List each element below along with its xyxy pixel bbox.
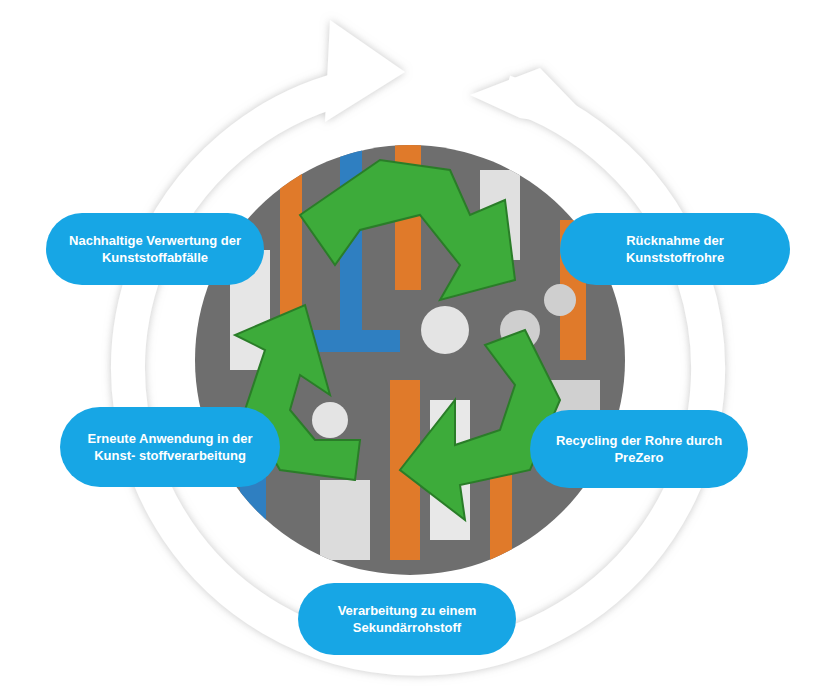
pipe-picture	[190, 140, 630, 580]
step-label: Verarbeitung zu einem Sekundärrohstoff	[318, 602, 496, 636]
step-label: Recycling der Rohre durch PreZero	[550, 432, 728, 466]
step-pill: Erneute Anwendung in der Kunst- stoffver…	[60, 407, 280, 487]
step-label: Erneute Anwendung in der Kunst- stoffver…	[80, 430, 260, 464]
step-label: Nachhaltige Verwertung der Kunststoffabf…	[66, 232, 244, 266]
cycle-ring	[128, 20, 708, 659]
recycling-arrows	[235, 160, 560, 520]
step-pill: Verarbeitung zu einem Sekundärrohstoff	[298, 583, 516, 655]
step-label: Rücknahme der Kunststoffrohre	[580, 232, 770, 266]
step-pill: Recycling der Rohre durch PreZero	[530, 410, 748, 488]
step-pill: Nachhaltige Verwertung der Kunststoffabf…	[46, 213, 264, 285]
step-pill: Rücknahme der Kunststoffrohre	[560, 213, 790, 285]
